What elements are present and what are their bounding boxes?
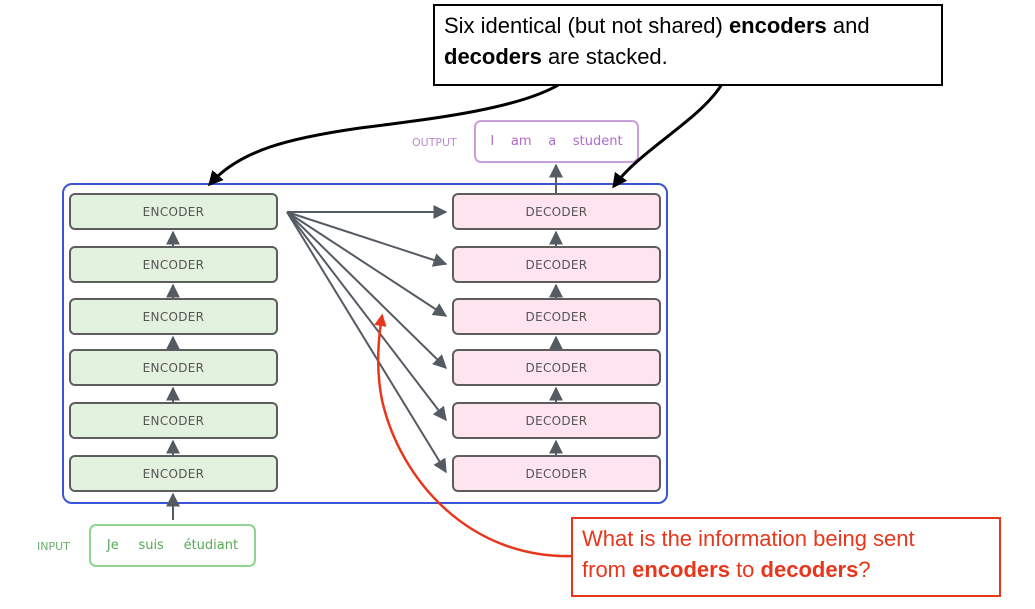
question-text: to xyxy=(729,557,761,582)
callout-text: Six identical (but not shared) xyxy=(444,13,729,38)
question-callout: What is the information being sent from … xyxy=(571,517,1001,597)
callout-pointer-encoders xyxy=(208,82,561,187)
output-sentence-box: I am a student xyxy=(474,120,639,163)
input-label: INPUT xyxy=(37,540,70,553)
question-text: What is the information being sent xyxy=(582,526,915,551)
output-token: am xyxy=(510,134,532,149)
encoder-block-6: ENCODER xyxy=(69,193,278,230)
input-sentence-box: Je suis étudiant xyxy=(89,524,256,567)
callout-bold-decoders: decoders xyxy=(444,44,542,69)
decoder-block-1: DECODER xyxy=(452,455,661,492)
decoder-block-4: DECODER xyxy=(452,298,661,335)
question-text: ? xyxy=(858,557,871,582)
input-token: Je xyxy=(106,538,119,553)
decoder-block-2: DECODER xyxy=(452,402,661,439)
callout-bold-encoders: encoders xyxy=(728,13,827,38)
question-bold-encoders: encoders xyxy=(632,557,730,582)
encoder-block-5: ENCODER xyxy=(69,246,278,283)
decoder-block-3: DECODER xyxy=(452,349,661,386)
callout-pointer-decoders xyxy=(612,83,724,189)
callout-text: and xyxy=(826,13,870,38)
encoder-block-1: ENCODER xyxy=(69,455,278,492)
question-bold-decoders: decoders xyxy=(760,557,859,582)
output-label: OUTPUT xyxy=(412,136,457,149)
encoder-block-4: ENCODER xyxy=(69,298,278,335)
decoder-block-6: DECODER xyxy=(452,193,661,230)
decoder-block-5: DECODER xyxy=(452,246,661,283)
encoder-to-decoder-arrows xyxy=(286,205,448,474)
input-token: étudiant xyxy=(183,538,239,553)
question-text: from xyxy=(582,557,633,582)
encoder-block-3: ENCODER xyxy=(69,349,278,386)
output-token: I xyxy=(490,134,495,149)
output-token: student xyxy=(572,134,623,149)
output-token: a xyxy=(548,134,557,149)
stacked-layers-callout: Six identical (but not shared) encoders … xyxy=(433,4,943,86)
encoder-decoder-stack-frame xyxy=(62,183,668,504)
encoder-block-2: ENCODER xyxy=(69,402,278,439)
question-pointer xyxy=(374,313,576,558)
input-token: suis xyxy=(138,538,164,553)
callout-text: are stacked. xyxy=(541,44,668,69)
